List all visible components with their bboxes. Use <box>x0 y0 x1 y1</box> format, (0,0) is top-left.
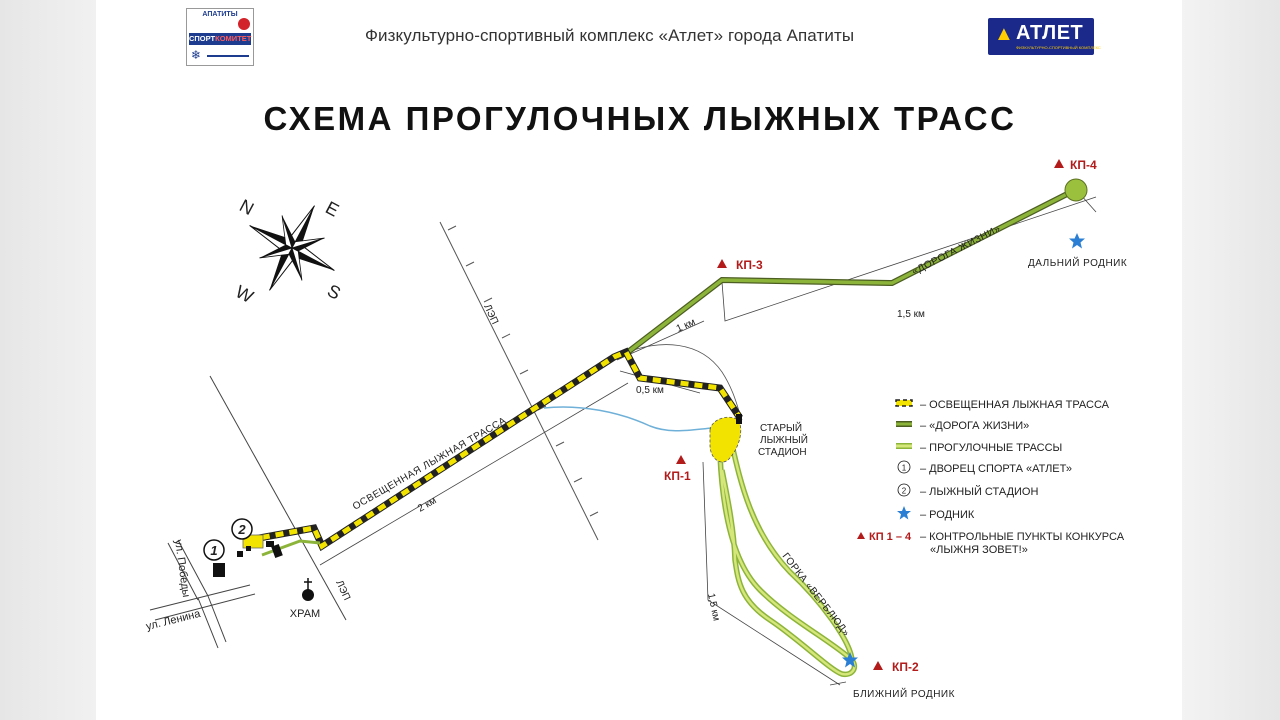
legend-text-lighted: – ОСВЕЩЕННАЯ ЛЫЖНАЯ ТРАССА <box>920 399 1110 411</box>
legend-item-spring: – РОДНИК <box>897 506 975 521</box>
distance-15km-top: 1,5 км <box>897 309 925 320</box>
legend-glyph-cp: КП 1 – 4 <box>869 531 912 543</box>
org-header: Физкультурно-спортивный комплекс «Атлет»… <box>365 26 855 45</box>
distance-15km-bottom: 1,5 км <box>705 592 722 622</box>
far-spring-star-icon <box>1069 233 1085 249</box>
power-line-label-2: ЛЭП <box>333 579 352 603</box>
temple-icon <box>302 578 314 601</box>
logo-band: СПОРТКОМИТЕТ <box>189 33 251 45</box>
map-sheet <box>96 0 1182 720</box>
legend-item-walk: – ПРОГУЛОЧНЫЕ ТРАССЫ <box>896 442 1062 454</box>
atlet-mark-icon: ▲ <box>994 23 1014 45</box>
near-spring-label: БЛИЖНИЙ РОДНИК <box>853 687 955 700</box>
checkpoint-1: КП-1 <box>664 455 691 483</box>
old-stadium-area <box>709 416 742 463</box>
checkpoint-2: КП-2 <box>873 660 919 674</box>
page-margin-right <box>1182 0 1280 720</box>
legend-item-stadium: 2 – ЛЫЖНЫЙ СТАДИОН <box>897 483 1038 498</box>
walking-track-camel-hill <box>717 435 858 678</box>
compass-w: W <box>232 281 256 307</box>
temple-label: ХРАМ <box>290 608 320 620</box>
old-stadium-label-2: ЛЫЖНЫЙ <box>760 433 808 446</box>
legend-item-road: – «ДОРОГА ЖИЗНИ» <box>896 420 1029 432</box>
legend-text-stadium: – ЛЫЖНЫЙ СТАДИОН <box>920 485 1038 498</box>
page-title: СХЕМА ПРОГУЛОЧНЫХ ЛЫЖНЫХ ТРАСС <box>263 100 1017 137</box>
logo-band-part1: СПОРТ <box>189 34 216 43</box>
stream <box>543 406 713 432</box>
near-spring-star-icon <box>842 652 858 668</box>
checkpoint-4-label: КП-4 <box>1070 158 1097 172</box>
stadium-building <box>736 414 742 424</box>
walking-loop-thin <box>627 344 743 421</box>
legend-text-road: – «ДОРОГА ЖИЗНИ» <box>920 420 1029 432</box>
legend-text-palace: – ДВОРЕЦ СПОРТА «АТЛЕТ» <box>920 463 1072 475</box>
checkpoint-2-label: КП-2 <box>892 660 919 674</box>
camel-hill-label: ГОРКА «ВЕРБЛЮД» <box>780 551 852 639</box>
waves-icon <box>207 55 249 60</box>
road-of-life-label: «ДОРОГА ЖИЗНИ» <box>910 223 1002 277</box>
legend-glyph-2: 2 <box>902 487 907 496</box>
sun-icon <box>238 18 250 30</box>
compass-rose-icon <box>249 205 335 291</box>
road-of-life-track <box>626 187 1077 355</box>
legend-glyph-1: 1 <box>902 464 907 473</box>
power-lines <box>439 221 599 541</box>
atlet-logo-word: АТЛЕТ <box>1016 22 1084 44</box>
atlet-logo: ▲ АТЛЕТ ФИЗКУЛЬТУРНО-СПОРТИВНЫЙ КОМПЛЕКС <box>988 18 1101 55</box>
legend-text-checkpoints-2: «ЛЫЖНЯ ЗОВЕТ!» <box>930 544 1028 556</box>
compass-e: E <box>322 197 342 220</box>
old-stadium-label-1: СТАРЫЙ <box>760 421 802 434</box>
page-margin-left <box>0 0 96 720</box>
distance-lines <box>319 193 1097 686</box>
legend-text-checkpoints: – КОНТРОЛЬНЫЕ ПУНКТЫ КОНКУРСА <box>920 531 1125 543</box>
legend-star-icon <box>897 506 911 520</box>
trail-end-circle <box>1064 178 1088 202</box>
logo-top-word: АПАТИТЫ <box>202 11 238 18</box>
marker-2-label: 2 <box>237 522 246 537</box>
snowflake-icon: ❄ <box>191 48 202 62</box>
start-area <box>213 534 283 577</box>
distance-05km: 0,5 км <box>636 385 664 396</box>
checkpoint-3-label: КП-3 <box>736 258 763 272</box>
logo-band-part2: КОМИТЕТ <box>215 34 252 43</box>
checkpoint-4: КП-4 <box>1054 158 1097 172</box>
lighted-ski-track <box>247 347 743 557</box>
streets <box>149 375 347 649</box>
power-line-label-1: ЛЭП <box>481 303 500 327</box>
far-spring-label: ДАЛЬНИЙ РОДНИК <box>1028 256 1127 269</box>
legend-item-palace: 1 – ДВОРЕЦ СПОРТА «АТЛЕТ» <box>897 460 1072 475</box>
marker-2: 2 <box>231 518 253 540</box>
marker-1-label: 1 <box>210 543 217 558</box>
compass-n: N <box>236 195 257 219</box>
checkpoint-1-label: КП-1 <box>664 469 691 483</box>
legend-text-walk: – ПРОГУЛОЧНЫЕ ТРАССЫ <box>920 442 1062 454</box>
legend: – ОСВЕЩЕННАЯ ЛЫЖНАЯ ТРАССА – «ДОРОГА ЖИЗ… <box>857 399 1125 556</box>
sportkomitet-logo: АПАТИТЫ СПОРТКОМИТЕТ ❄ <box>186 8 254 66</box>
distance-1km: 1 км <box>675 317 697 335</box>
checkpoint-3: КП-3 <box>717 258 763 272</box>
legend-text-spring: – РОДНИК <box>920 509 975 521</box>
compass-s: S <box>324 280 344 303</box>
street-lenina-label: ул. Ленина <box>145 608 203 633</box>
marker-1: 1 <box>203 539 225 561</box>
street-pobedy-label: ул. Победы <box>172 539 192 598</box>
old-stadium-label-3: СТАДИОН <box>758 447 807 458</box>
legend-item-checkpoints: КП 1 – 4 – КОНТРОЛЬНЫЕ ПУНКТЫ КОНКУРСА «… <box>857 531 1125 556</box>
distance-2km: 2 км <box>416 495 439 514</box>
legend-item-lighted: – ОСВЕЩЕННАЯ ЛЫЖНАЯ ТРАССА <box>895 399 1110 411</box>
atlet-logo-subtitle: ФИЗКУЛЬТУРНО-СПОРТИВНЫЙ КОМПЛЕКС <box>1016 45 1101 50</box>
